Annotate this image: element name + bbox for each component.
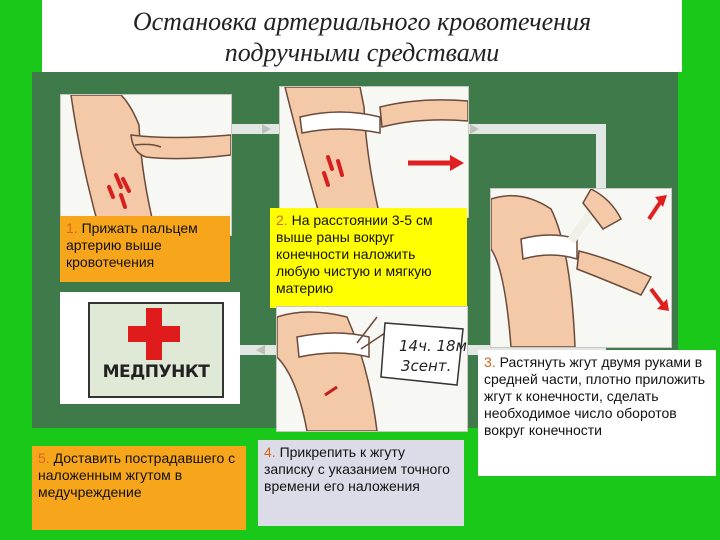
step2-illustration [279, 86, 469, 218]
medpunkt-plate: МЕДПУНКТ [88, 302, 224, 398]
title-box: Остановка артериального кровотечения под… [42, 0, 682, 72]
step3-text: Растянуть жгут двумя руками в средней ча… [484, 354, 705, 438]
step5-number: 5. [38, 450, 50, 466]
cross-horizontal [128, 326, 180, 342]
note-time: 14ч. 18м [399, 337, 467, 355]
medpunkt-sign: МЕДПУНКТ [60, 292, 240, 404]
step4-label: 4. Прикрепить к жгуту записку с указание… [258, 440, 464, 526]
title-line-2: подручными средствами [224, 38, 500, 67]
step2-label: 2. На расстоянии 3-5 см выше раны вокруг… [270, 208, 467, 308]
step2-text: На расстоянии 3-5 см выше раны вокруг ко… [276, 212, 433, 296]
flow-arrow-1 [262, 124, 271, 134]
step1-text: Прижать пальцем артерию выше кровотечени… [66, 220, 198, 270]
step5-label: 5. Доставить пострадавшего с наложенным … [32, 446, 246, 530]
step3-label: 3. Растянуть жгут двумя руками в средней… [478, 350, 716, 476]
step5-text: Доставить пострадавшего с наложенным жгу… [38, 450, 236, 500]
step1-label: 1. Прижать пальцем артерию выше кровотеч… [60, 216, 230, 282]
step4-text: Прикрепить к жгуту записку с указанием т… [264, 444, 450, 494]
step1-illustration [60, 94, 232, 236]
step4-illustration: 14ч. 18м 3сент. [276, 306, 468, 432]
medpunkt-text: МЕДПУНКТ [102, 362, 210, 382]
flow-arrow-2 [470, 124, 479, 134]
step3-illustration [490, 188, 672, 348]
red-cross-icon [120, 308, 188, 360]
title-line-1: Остановка артериального кровотечения [132, 7, 592, 36]
step4-number: 4. [264, 444, 276, 460]
step3-number: 3. [484, 354, 496, 370]
step1-number: 1. [66, 220, 78, 236]
flow-arrow-3 [256, 345, 265, 355]
step2-number: 2. [276, 212, 288, 228]
note-date: 3сент. [401, 357, 451, 375]
